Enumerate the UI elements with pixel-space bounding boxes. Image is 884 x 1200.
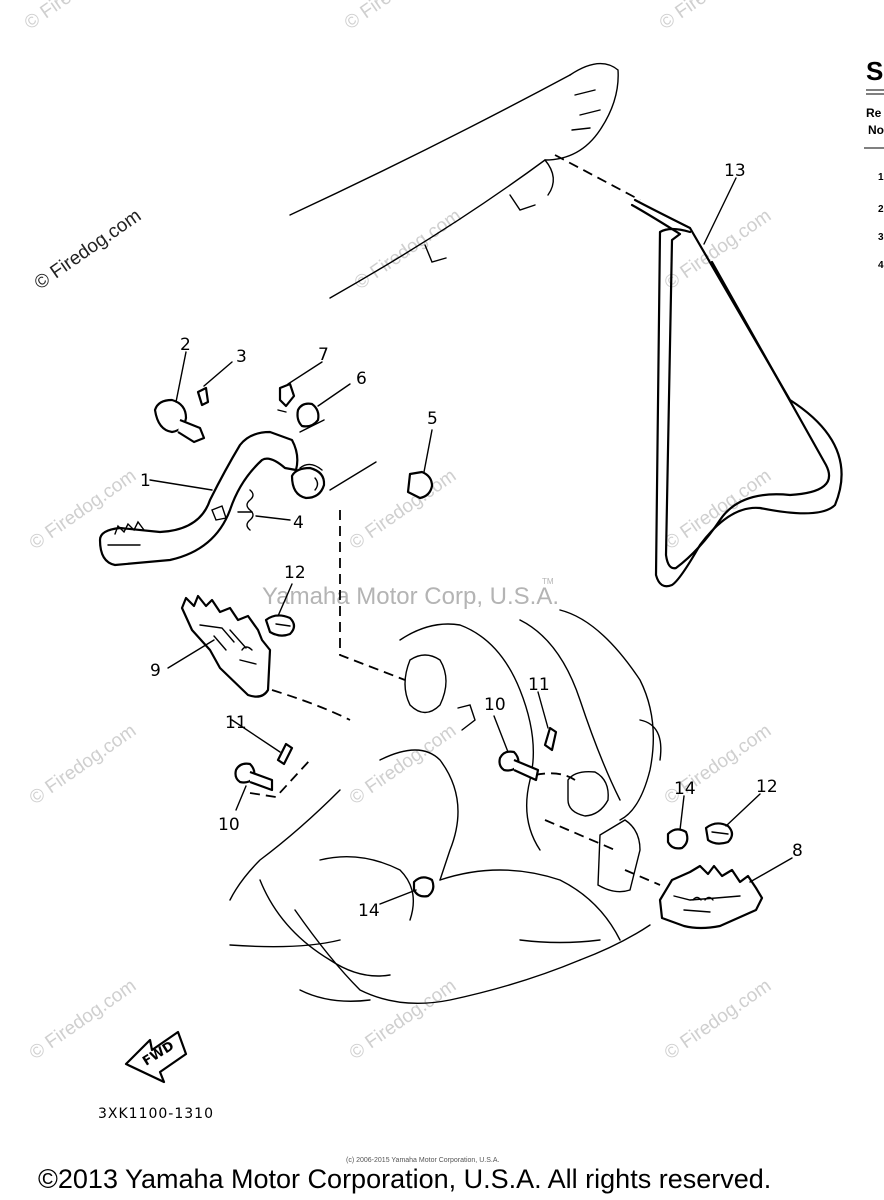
leader-lines	[149, 177, 793, 905]
firedog-watermark: © Firedog.com	[346, 465, 460, 554]
callout-14: 14	[674, 779, 696, 799]
callout-6: 6	[356, 369, 367, 389]
yamaha-corp-watermark: Yamaha Motor Corp, U.S.A.	[262, 583, 559, 610]
callout-12: 12	[284, 563, 306, 583]
callout-11: 11	[528, 675, 550, 695]
callout-labels: 1 2 3 4 5 6 7 8 9 10 10 11 11 12 12 13 1…	[140, 161, 803, 921]
callout-8: 8	[792, 841, 803, 861]
header-row-mark: 4	[878, 260, 884, 271]
callout-13: 13	[724, 161, 746, 181]
callout-5: 5	[427, 409, 438, 429]
callout-3: 3	[236, 347, 247, 367]
fwd-arrow: FWD	[124, 1030, 188, 1084]
callout-10: 10	[218, 815, 240, 835]
header-row-mark: 3	[878, 232, 884, 243]
trademark-mark: TM	[542, 577, 554, 586]
callout-1: 1	[140, 471, 151, 491]
firedog-watermark: © Firedog.com	[661, 205, 775, 294]
header-row-mark: 1	[878, 172, 884, 183]
firedog-watermark: © Firedog.com	[661, 975, 775, 1064]
brake-parts	[153, 382, 434, 531]
firedog-watermark: © Firedog.com	[656, 0, 770, 34]
callout-14: 14	[358, 901, 380, 921]
firedog-watermark: © Firedog.com	[351, 205, 465, 294]
firedog-watermark: © Firedog.com	[346, 975, 460, 1064]
callout-12: 12	[756, 777, 778, 797]
firedog-watermark: © Firedog.com	[31, 205, 145, 294]
cropped-header: S Re No 1 2 3 4	[864, 56, 884, 271]
side-stand	[630, 198, 843, 588]
seat-frame-outline	[289, 62, 641, 299]
pins-and-clips	[234, 614, 734, 898]
small-copyright: (c) 2006-2015 Yamaha Motor Corporation, …	[346, 1157, 499, 1164]
callout-11: 11	[225, 713, 247, 733]
header-row-mark: 2	[878, 204, 884, 215]
callout-7: 7	[318, 345, 329, 365]
footrest-right	[658, 864, 764, 930]
callout-10: 10	[484, 695, 506, 715]
firedog-watermark: © Firedog.com	[21, 0, 135, 34]
callout-4: 4	[293, 513, 304, 533]
copyright-footer: ©2013 Yamaha Motor Corporation, U.S.A. A…	[38, 1164, 771, 1194]
firedog-watermark: © Firedog.com	[341, 0, 455, 34]
firedog-watermark: © Firedog.com	[26, 975, 140, 1064]
drawing-code: 3XK1100-1310	[98, 1106, 214, 1122]
callout-2: 2	[180, 335, 191, 355]
brake-pedal	[98, 430, 326, 567]
header-title-fragment: S	[866, 56, 883, 86]
callout-9: 9	[150, 661, 161, 681]
firedog-watermark: © Firedog.com	[661, 465, 775, 554]
footrest-left	[180, 594, 272, 698]
firedog-watermark: © Firedog.com	[26, 720, 140, 809]
header-ref-fragment: Re	[866, 106, 882, 120]
engine-frame-outline	[229, 510, 662, 1004]
header-no-fragment: No	[868, 123, 884, 137]
